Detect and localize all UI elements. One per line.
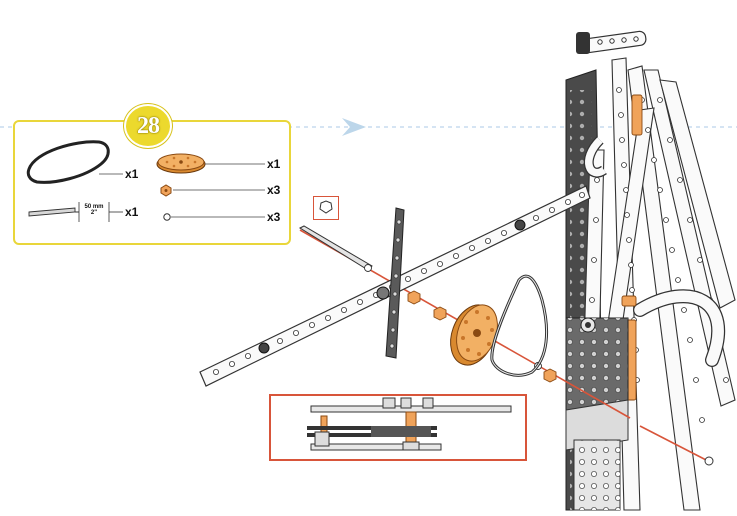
vertical-strip [376, 207, 405, 359]
axle-nuts [407, 290, 557, 383]
belt-quantity: x1 [125, 167, 139, 181]
rod-length-inch: 2" [90, 210, 98, 216]
axle-rod-icon [28, 202, 123, 222]
side-view-diagram [307, 397, 512, 451]
hexagon-nut-icon [319, 200, 333, 214]
nut-icon [160, 184, 265, 197]
orange-pulley [450, 304, 498, 366]
step-number-badge: 28 [124, 104, 172, 148]
rod-quantity: x1 [125, 205, 139, 219]
washer-quantity: x3 [267, 210, 281, 224]
washer-icon [163, 213, 265, 221]
rod-length-mm: 50 mm [84, 204, 104, 210]
pulley-wheel-icon [156, 153, 265, 174]
drive-belt-icon [26, 140, 110, 184]
nut-callout [313, 196, 339, 220]
pulley-quantity: x1 [267, 157, 281, 171]
tower-structure [565, 30, 736, 511]
step-arrow-icon [342, 118, 366, 136]
axle-rod-assembly [298, 225, 373, 271]
nut-quantity: x3 [267, 183, 281, 197]
rod-length-label: 50 mm 2" [79, 204, 109, 216]
detail-inset [269, 394, 527, 461]
